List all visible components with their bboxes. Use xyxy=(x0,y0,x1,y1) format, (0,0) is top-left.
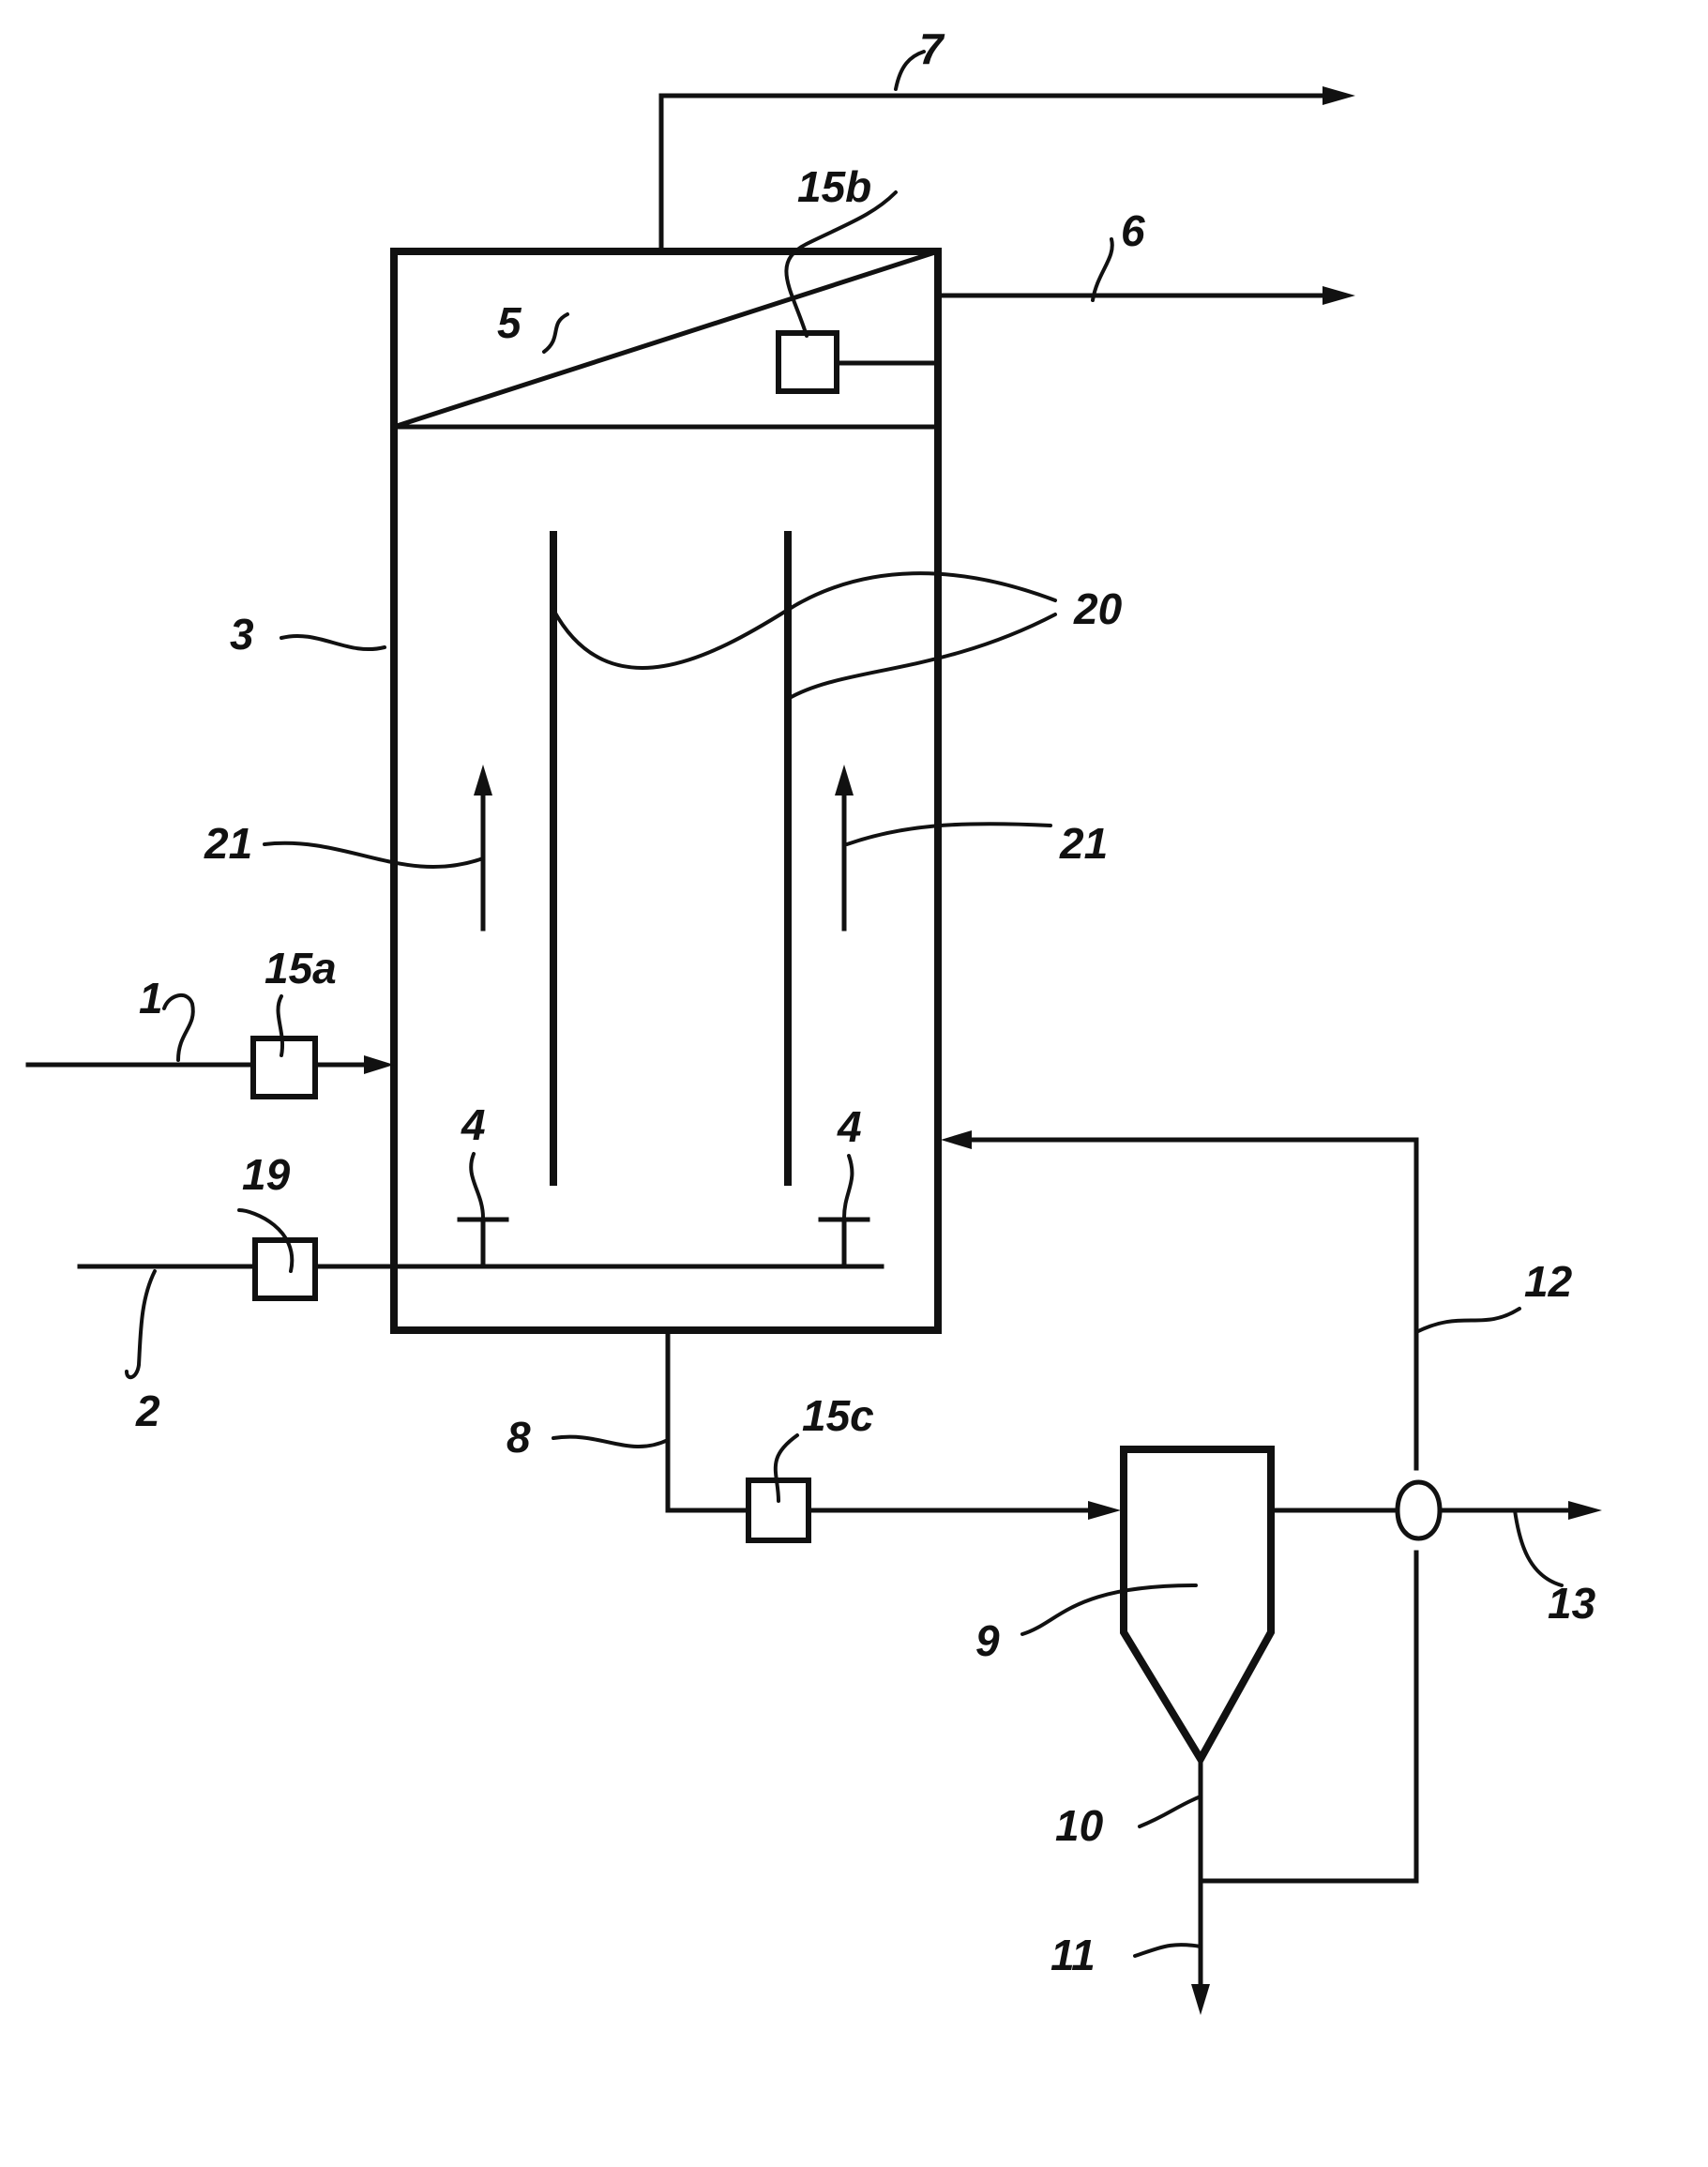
label-6: 6 xyxy=(1121,206,1145,255)
label-21-right: 21 xyxy=(1059,819,1108,868)
gas-distributor xyxy=(77,1217,884,1269)
label-13: 13 xyxy=(1548,1579,1596,1628)
instrument-box-15a xyxy=(250,1036,318,1099)
label-2: 2 xyxy=(135,1387,160,1435)
label-10: 10 xyxy=(1055,1801,1104,1850)
label-5: 5 xyxy=(497,298,522,347)
label-19: 19 xyxy=(242,1150,291,1199)
label-11: 11 xyxy=(1050,1931,1096,1979)
label-4-left: 4 xyxy=(461,1100,486,1149)
label-12: 12 xyxy=(1524,1257,1573,1306)
separator-vessel xyxy=(1120,1446,1275,1766)
label-8: 8 xyxy=(506,1413,531,1462)
label-3: 3 xyxy=(230,610,254,659)
label-15a: 15a xyxy=(265,944,337,993)
upflow-arrow-left xyxy=(474,765,492,932)
label-9: 9 xyxy=(975,1616,1000,1665)
outlet-line-6 xyxy=(935,286,1355,305)
feed-line-1 xyxy=(25,1055,394,1074)
recycle-line-12 xyxy=(941,1130,1419,1884)
outlet-line-13 xyxy=(1268,1479,1602,1541)
label-21-left: 21 xyxy=(204,819,252,868)
label-7: 7 xyxy=(919,24,945,73)
label-15b: 15b xyxy=(797,162,871,211)
label-1: 1 xyxy=(139,974,163,1023)
label-4-right: 4 xyxy=(837,1102,862,1151)
label-15c: 15c xyxy=(802,1391,874,1440)
outlet-line-8 xyxy=(665,1327,1121,1520)
leader-lines xyxy=(125,50,1564,1958)
label-20: 20 xyxy=(1073,584,1123,633)
outlet-line-7 xyxy=(658,86,1355,254)
membrane-diagonal xyxy=(390,248,942,431)
instrument-box-15b xyxy=(776,330,839,394)
upflow-arrow-right xyxy=(835,765,854,932)
instrument-box-19 xyxy=(252,1237,318,1301)
